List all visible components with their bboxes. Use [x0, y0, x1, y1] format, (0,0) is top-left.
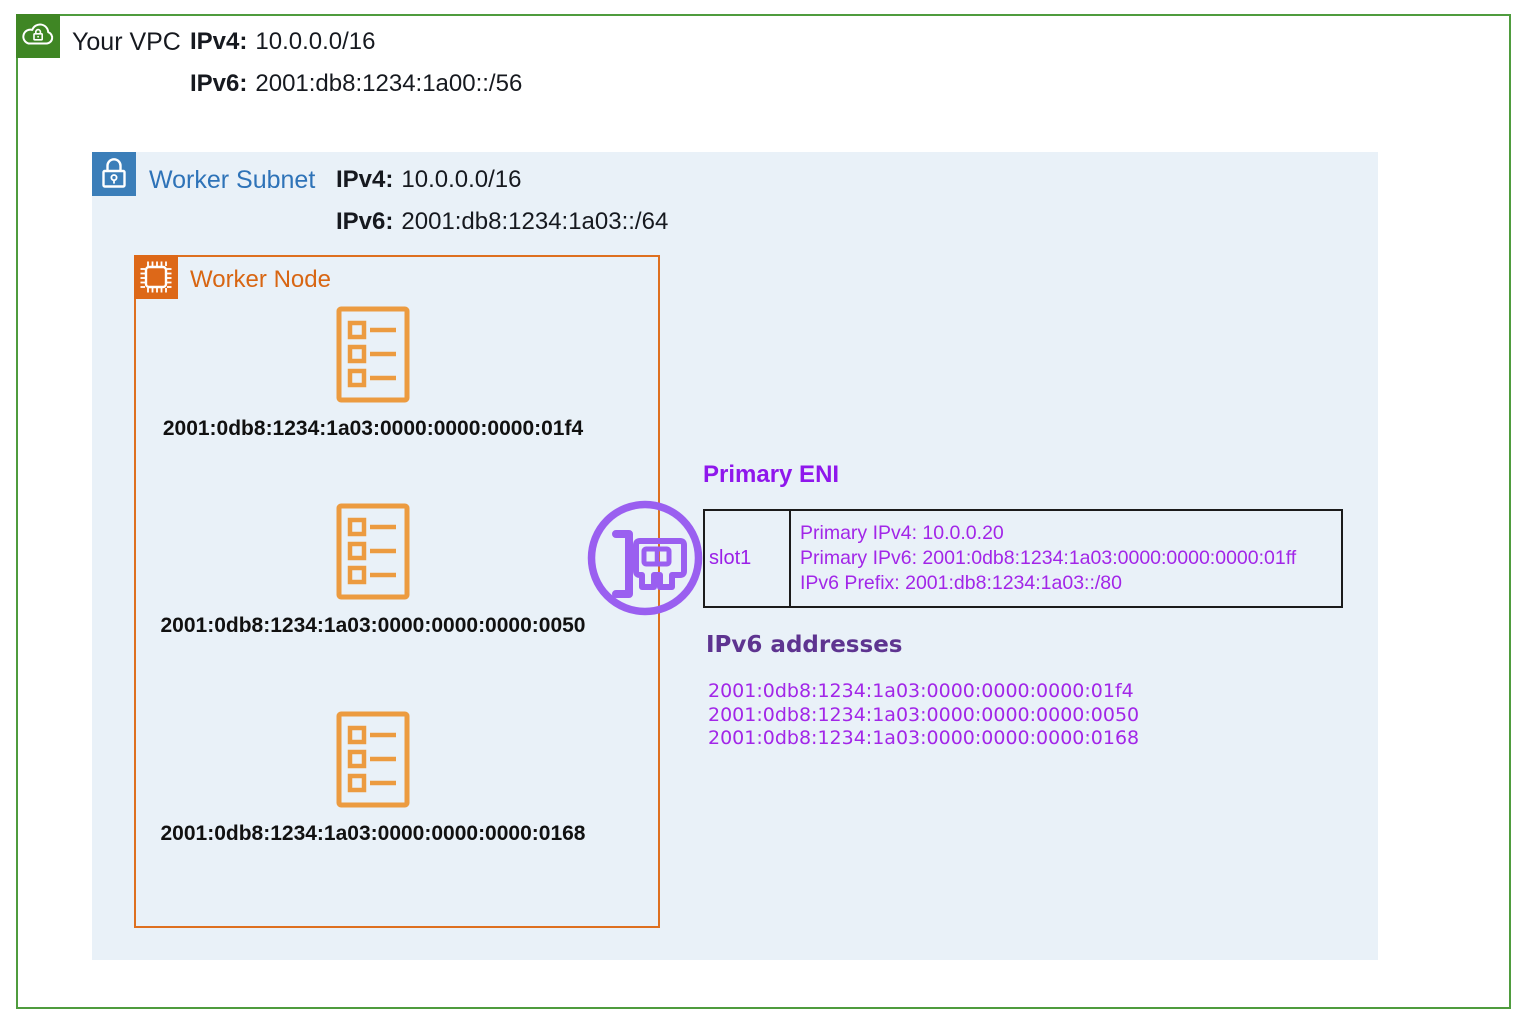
subnet-ipv4-label: IPv4:: [336, 166, 394, 193]
vpc-ipv6-label: IPv6:: [190, 70, 248, 97]
subnet-ipv6-line: IPv6: 2001:db8:1234:1a03::/64: [336, 208, 668, 236]
pod-3: 2001:0db8:1234:1a03:0000:0000:0000:0168: [134, 711, 612, 846]
ipv6-address-list: 2001:0db8:1234:1a03:0000:0000:0000:01f4 …: [708, 680, 1139, 751]
worker-node-label: Worker Node: [190, 266, 331, 293]
subnet-ipv6-value: 2001:db8:1234:1a03::/64: [401, 208, 669, 235]
private-subnet-lock-icon: [92, 152, 136, 196]
worker-subnet-label: Worker Subnet: [149, 166, 316, 194]
worker-subnet-box: [92, 152, 1378, 960]
eni-primary-ipv6: Primary IPv6: 2001:0db8:1234:1a03:0000:0…: [800, 547, 1297, 569]
ipv6-addresses-heading: IPv6 addresses: [706, 632, 903, 658]
ipv6-address-item: 2001:0db8:1234:1a03:0000:0000:0000:0168: [708, 727, 1140, 750]
elastic-network-interface-icon: [584, 497, 706, 624]
pod-list-icon: [336, 711, 410, 808]
eni-primary-ipv4: Primary IPv4: 10.0.0.20: [800, 522, 1004, 544]
pod-2: 2001:0db8:1234:1a03:0000:0000:0000:0050: [134, 503, 612, 638]
pod-3-ipv6-address: 2001:0db8:1234:1a03:0000:0000:0000:0168: [160, 822, 586, 845]
subnet-ipv4-value: 10.0.0.0/16: [401, 166, 522, 193]
pod-1: 2001:0db8:1234:1a03:0000:0000:0000:01f4: [134, 306, 612, 441]
primary-eni-heading: Primary ENI: [703, 461, 840, 488]
vpc-ipv6-value: 2001:db8:1234:1a00::/56: [255, 70, 523, 97]
vpc-ipv4-label: IPv4:: [190, 28, 248, 55]
eni-detail-cell: Primary IPv4: 10.0.0.20 Primary IPv6: 20…: [791, 511, 1341, 606]
vpc-ipv4-line: IPv4: 10.0.0.0/16: [190, 28, 375, 56]
ipv6-address-item: 2001:0db8:1234:1a03:0000:0000:0000:01f4: [708, 680, 1134, 702]
pod-list-icon: [336, 503, 410, 600]
pod-list-icon: [336, 306, 410, 403]
primary-eni-table: slot1 Primary IPv4: 10.0.0.20 Primary IP…: [703, 509, 1343, 608]
vpc-label: Your VPC: [72, 28, 181, 56]
vpc-ipv4-value: 10.0.0.0/16: [255, 28, 376, 55]
vpc-cloud-lock-icon: [16, 14, 60, 58]
ipv6-address-item: 2001:0db8:1234:1a03:0000:0000:0000:0050: [708, 703, 1140, 726]
eni-ipv6-prefix: IPv6 Prefix: 2001:db8:1234:1a03::/80: [800, 572, 1122, 594]
eni-slot-cell: slot1: [705, 511, 791, 606]
subnet-ipv6-label: IPv6:: [336, 208, 394, 235]
worker-node-box: [134, 255, 660, 928]
pod-2-ipv6-address: 2001:0db8:1234:1a03:0000:0000:0000:0050: [160, 614, 586, 637]
compute-chip-icon: [134, 255, 178, 299]
subnet-ipv4-line: IPv4: 10.0.0.0/16: [336, 166, 521, 194]
pod-1-ipv6-address: 2001:0db8:1234:1a03:0000:0000:0000:01f4: [162, 417, 584, 440]
vpc-group-box: [16, 14, 1511, 1009]
vpc-ipv6-line: IPv6: 2001:db8:1234:1a00::/56: [190, 70, 522, 98]
